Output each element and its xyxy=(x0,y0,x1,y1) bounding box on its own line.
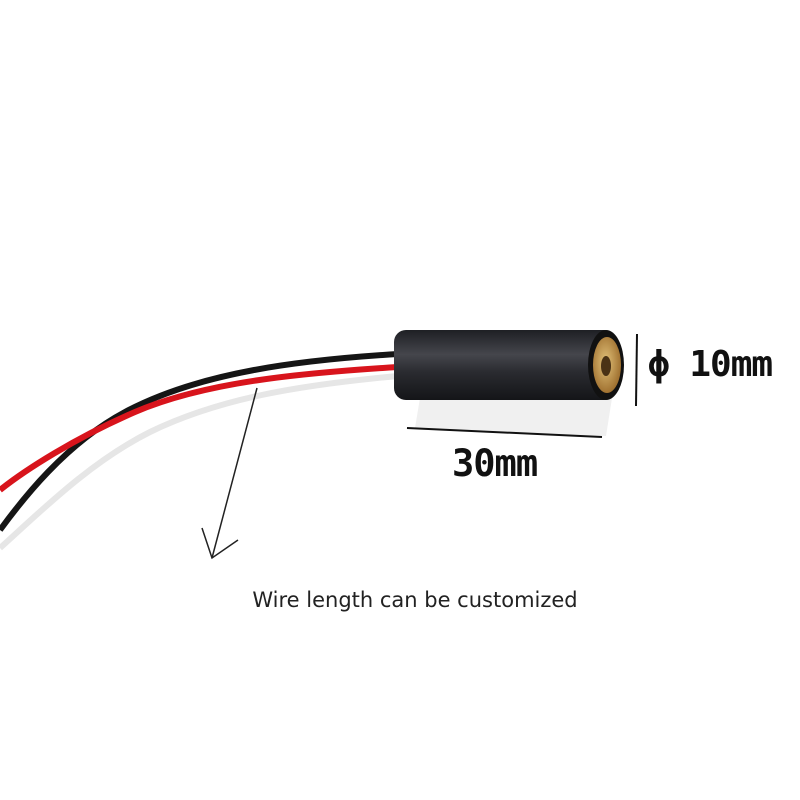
black-wire xyxy=(0,351,399,532)
white-wire xyxy=(0,373,399,551)
module-body xyxy=(394,330,616,400)
diameter-dimension-line xyxy=(635,333,638,407)
caption: Wire length can be customized xyxy=(252,588,578,612)
arrow-shaft xyxy=(211,387,258,559)
lens-aperture xyxy=(601,356,611,376)
arrow-head-icon xyxy=(201,527,239,560)
diameter-label: ϕ 10mm xyxy=(648,344,773,385)
shadow xyxy=(415,398,612,436)
red-wire xyxy=(0,364,399,493)
length-label: 30mm xyxy=(452,442,538,485)
length-dimension-line xyxy=(406,427,603,438)
